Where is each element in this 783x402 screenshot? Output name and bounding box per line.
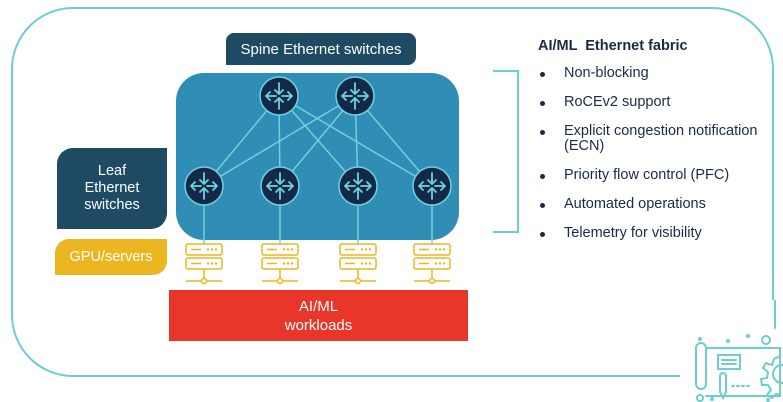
leaf-2-router-icon [260, 166, 300, 206]
leaf-1-router-icon [184, 166, 224, 206]
feature-item: Telemetry for visibility [538, 226, 764, 241]
feature-text: Priority flow control (PFC) [564, 167, 730, 183]
bullet-icon [540, 203, 545, 208]
spine-2-router-icon [335, 76, 375, 116]
feature-text: Non-blocking [564, 65, 649, 81]
leaf-4-router-icon [412, 166, 452, 206]
outer-frame [11, 7, 774, 377]
server-2-server-icon [261, 243, 299, 285]
ai-ml-workloads-box: AI/ML workloads [169, 290, 468, 341]
feature-text: Telemetry for visibility [564, 225, 702, 241]
server-3-server-icon [339, 243, 377, 285]
bracket-connector [493, 70, 519, 233]
bullet-icon [540, 72, 545, 77]
bullet-icon [540, 174, 545, 179]
feature-text: RoCEv2 support [564, 94, 671, 110]
gpu-servers-label: GPU/servers [55, 239, 167, 275]
spine-switches-label: Spine Ethernet switches [226, 33, 416, 65]
feature-text: Explicit congestion notification (ECN) [564, 123, 758, 154]
bullet-icon [540, 232, 545, 237]
blueprint-gear-icon [695, 300, 783, 402]
bullet-icon [540, 130, 545, 135]
link-spine-2-leaf-1 [203, 95, 356, 187]
link-spine-1-leaf-3 [278, 95, 359, 187]
feature-item: Non-blocking [538, 66, 764, 81]
feature-item: Automated operations [538, 197, 764, 212]
panel-title: AI/ML Ethernet fabric [538, 38, 688, 54]
fabric-box [176, 73, 459, 240]
feature-text: Automated operations [564, 196, 706, 212]
feature-item: Explicit congestion notification (ECN) [538, 124, 764, 154]
leaf-3-router-icon [338, 166, 378, 206]
server-4-server-icon [413, 243, 451, 285]
link-spine-1-leaf-4 [278, 95, 433, 187]
spine-1-router-icon [259, 76, 299, 116]
feature-item: Priority flow control (PFC) [538, 168, 764, 183]
server-1-server-icon [185, 243, 223, 285]
feature-item: RoCEv2 support [538, 95, 764, 110]
bullet-icon [540, 101, 545, 106]
leaf-switches-label: Leaf Ethernet switches [57, 148, 167, 229]
